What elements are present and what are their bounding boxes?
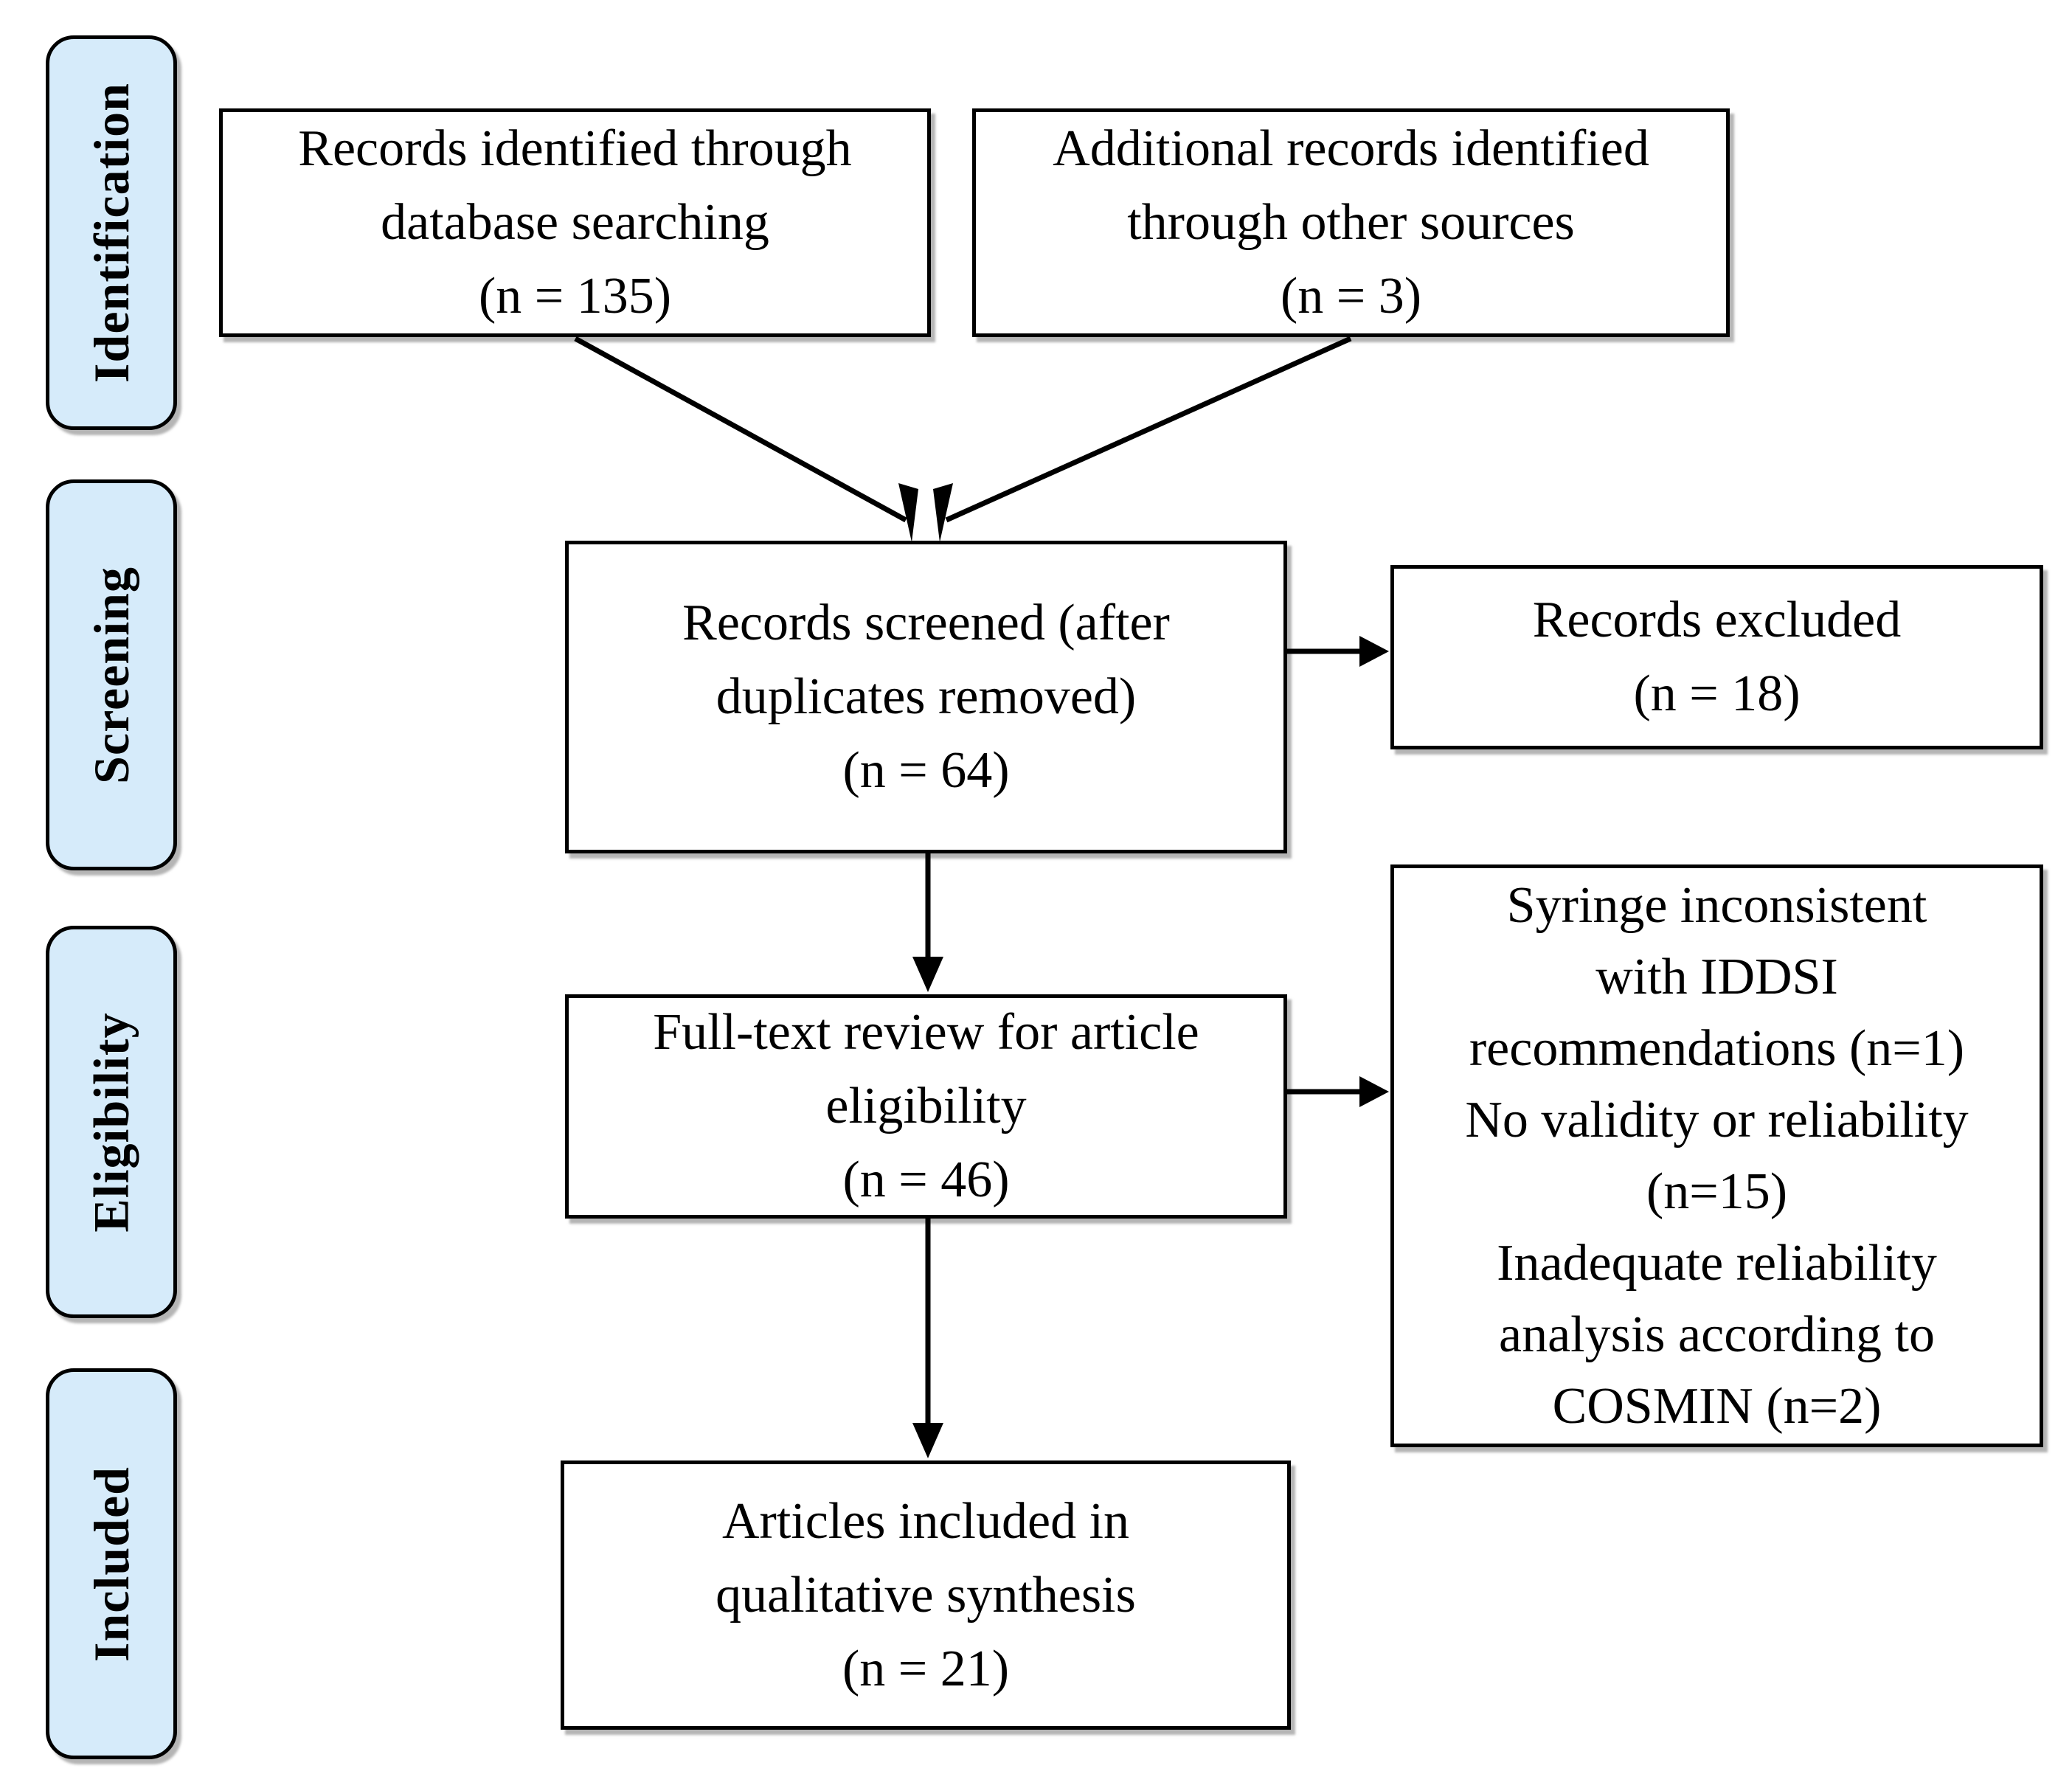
node-additional-records: Additional records identified through ot…	[972, 108, 1730, 337]
node-articles-included-count: (n = 21)	[842, 1640, 1010, 1697]
arrowhead-fulltext-to-reasons	[1359, 1076, 1389, 1107]
arrow-identified-to-screened	[574, 336, 907, 523]
node-articles-included-line: qualitative synthesis	[716, 1566, 1136, 1624]
node-records-screened-line: Records screened (after	[682, 595, 1170, 651]
exclusion-reason-line: Syringe inconsistent	[1506, 877, 1927, 934]
exclusion-reason-line: analysis according to	[1499, 1306, 1935, 1363]
arrow-additional-to-screened	[945, 336, 1352, 523]
node-fulltext-review-line: eligibility	[825, 1078, 1027, 1134]
exclusion-reason-line: COSMIN (n=2)	[1552, 1378, 1882, 1435]
node-additional-records-line: Additional records identified	[1053, 120, 1649, 177]
node-records-identified: Records identified through database sear…	[219, 108, 931, 337]
exclusion-reason-line: (n=15)	[1646, 1163, 1788, 1220]
arrowhead-identified-to-screened	[898, 483, 918, 542]
node-records-identified-line: database searching	[381, 194, 769, 251]
node-records-identified-count: (n = 135)	[478, 268, 672, 325]
node-fulltext-review-line: Full-text review for article	[653, 1004, 1199, 1061]
stage-included: Included	[46, 1368, 177, 1759]
node-articles-included: Articles included in qualitative synthes…	[561, 1460, 1291, 1730]
stage-identification-label: Identification	[83, 83, 139, 383]
stage-identification: Identification	[46, 35, 177, 430]
exclusion-reason-line: with IDDSI	[1595, 949, 1838, 1005]
exclusion-reason-line: Inadequate reliability	[1497, 1235, 1937, 1292]
arrowhead-screened-to-fulltext	[912, 957, 943, 992]
node-records-excluded-line: Records excluded	[1532, 592, 1902, 648]
node-records-screened: Records screened (after duplicates remov…	[565, 541, 1287, 853]
node-additional-records-count: (n = 3)	[1280, 268, 1422, 325]
node-additional-records-line: through other sources	[1127, 194, 1575, 251]
node-records-identified-line: Records identified through	[298, 120, 852, 177]
node-records-excluded: Records excluded (n = 18)	[1390, 565, 2043, 749]
node-exclusion-reasons: Syringe inconsistent with IDDSI recommen…	[1390, 864, 2043, 1447]
stage-screening-label: Screening	[83, 566, 139, 784]
node-articles-included-line: Articles included in	[721, 1492, 1130, 1550]
arrowhead-fulltext-to-included	[912, 1423, 943, 1458]
exclusion-reason-line: No validity or reliability	[1465, 1092, 1969, 1148]
node-records-screened-line: duplicates removed)	[716, 668, 1137, 725]
arrowhead-additional-to-screened	[933, 483, 953, 542]
stage-eligibility-label: Eligibility	[83, 1011, 139, 1233]
node-records-screened-count: (n = 64)	[842, 742, 1010, 799]
exclusion-reason-line: recommendations (n=1)	[1469, 1020, 1965, 1077]
stage-eligibility: Eligibility	[46, 926, 177, 1318]
node-fulltext-review: Full-text review for article eligibility…	[565, 994, 1287, 1219]
arrowhead-screened-to-excluded	[1359, 636, 1389, 667]
node-records-excluded-count: (n = 18)	[1633, 665, 1801, 722]
stage-included-label: Included	[83, 1466, 139, 1662]
node-fulltext-review-count: (n = 46)	[842, 1151, 1010, 1208]
stage-screening: Screening	[46, 479, 177, 870]
